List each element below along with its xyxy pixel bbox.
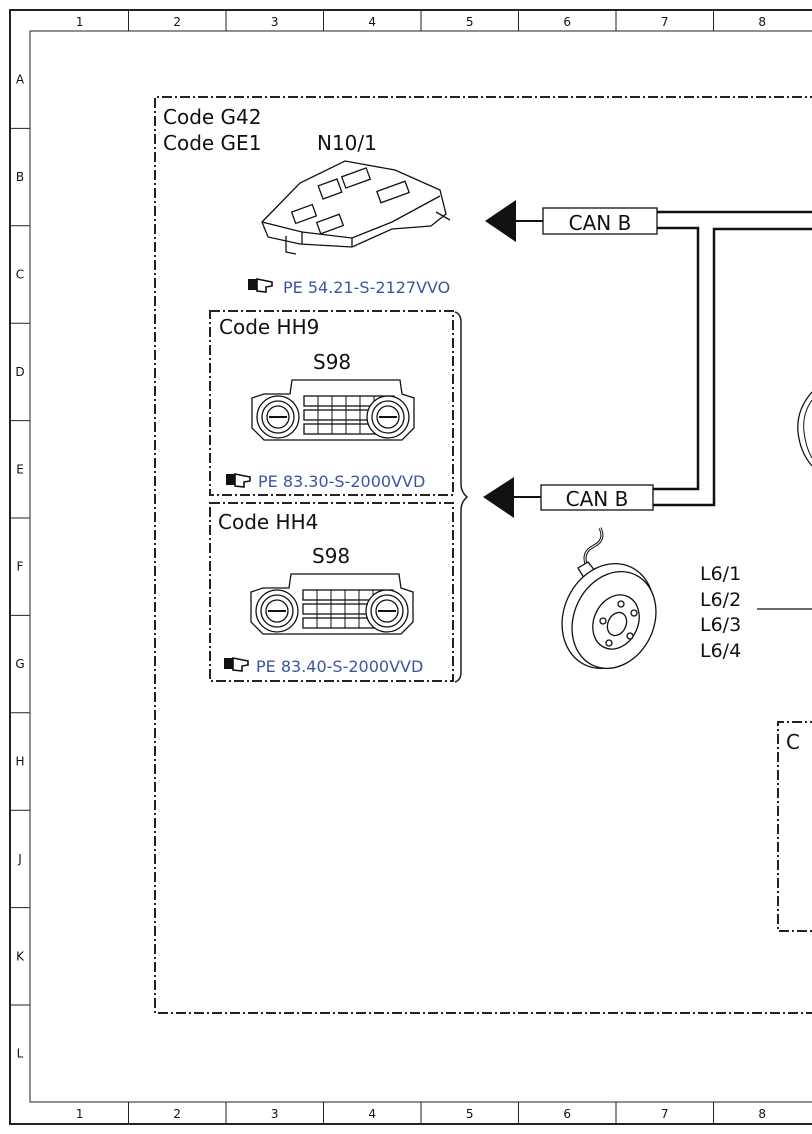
climate-panel-icon xyxy=(250,573,414,635)
sensor-label-1: L6/1 xyxy=(700,563,741,585)
group-brace xyxy=(454,311,469,683)
can-b-label-upper: CAN B xyxy=(569,211,632,235)
grid-col-label: 7 xyxy=(661,1107,669,1121)
sub-group-hh4-box xyxy=(209,502,454,682)
control-unit-icon xyxy=(261,160,451,255)
ref-link-1[interactable]: PE 54.21-S-2127VVO xyxy=(283,278,450,297)
grid-row-label: A xyxy=(16,73,25,87)
grid-row-label: F xyxy=(17,560,24,574)
grid-row-label: H xyxy=(15,755,24,769)
ref-link-2[interactable]: PE 83.30-S-2000VVD xyxy=(258,472,425,491)
sensor-label-4: L6/4 xyxy=(700,640,741,662)
right-group-code: C xyxy=(786,730,800,754)
grid-col-label: 2 xyxy=(173,15,181,29)
grid-col-label: 8 xyxy=(758,15,766,29)
grid-row-label: K xyxy=(16,949,25,963)
wheel-sensor-icon xyxy=(561,527,657,670)
grid-col-label: 1 xyxy=(76,15,84,29)
outer-frame xyxy=(9,9,812,1125)
ref-icon-1 xyxy=(248,278,273,293)
grid-columns-bottom: 1 2 3 4 5 6 7 8 xyxy=(76,1102,766,1124)
grid-columns-top: 1 2 3 4 5 6 7 8 xyxy=(76,10,766,31)
grid-col-label: 8 xyxy=(758,1107,766,1121)
can-b-label-lower: CAN B xyxy=(566,487,629,511)
grid-col-label: 6 xyxy=(563,1107,571,1121)
outer-code-1: Code G42 xyxy=(163,105,262,129)
partial-component-icon-inner xyxy=(803,399,812,459)
can-b-box-upper xyxy=(542,207,658,235)
grid-col-label: 7 xyxy=(661,15,669,29)
grid-col-label: 3 xyxy=(271,15,279,29)
sub-group-hh4-component: S98 xyxy=(312,544,350,568)
grid-col-label: 4 xyxy=(368,15,376,29)
can-b-arrow-upper xyxy=(485,200,516,242)
grid-rows: A B C D E F G H J K L xyxy=(10,73,30,1061)
grid-col-label: 5 xyxy=(466,15,474,29)
sensor-label-2: L6/2 xyxy=(700,589,741,611)
grid-col-label: 6 xyxy=(563,15,571,29)
can-b-arrow-lower xyxy=(483,477,514,518)
sub-group-hh9-box xyxy=(209,310,454,496)
ref-icon-2 xyxy=(226,473,251,488)
sub-group-hh9-code: Code HH9 xyxy=(219,315,319,339)
right-group-box xyxy=(777,721,812,932)
ref-link-3[interactable]: PE 83.40-S-2000VVD xyxy=(256,657,423,676)
grid-row-label: C xyxy=(16,268,24,282)
can-b-box-lower xyxy=(540,484,654,511)
grid-row-label: L xyxy=(17,1047,24,1061)
grid-row-label: B xyxy=(16,170,24,184)
grid-col-label: 3 xyxy=(271,1107,279,1121)
inner-frame xyxy=(29,30,812,1103)
grid-row-label: J xyxy=(17,852,22,866)
sub-group-hh4-code: Code HH4 xyxy=(218,510,318,534)
grid-col-label: 1 xyxy=(76,1107,84,1121)
outer-code-2: Code GE1 xyxy=(163,131,261,155)
partial-component-icon xyxy=(797,391,812,467)
grid-row-label: E xyxy=(16,462,24,476)
grid-row-label: G xyxy=(15,657,24,671)
grid-row-label: D xyxy=(15,365,24,379)
ref-icon-3 xyxy=(224,657,249,672)
component-label-n10-1: N10/1 xyxy=(317,131,377,155)
sensor-label-3: L6/3 xyxy=(700,614,741,636)
outer-group-box xyxy=(154,96,812,1014)
grid-col-label: 4 xyxy=(368,1107,376,1121)
can-b-bus-wires xyxy=(653,210,812,507)
grid-col-label: 2 xyxy=(173,1107,181,1121)
sub-group-hh9-component: S98 xyxy=(313,350,351,374)
climate-panel-icon xyxy=(251,379,415,441)
grid-col-label: 5 xyxy=(466,1107,474,1121)
